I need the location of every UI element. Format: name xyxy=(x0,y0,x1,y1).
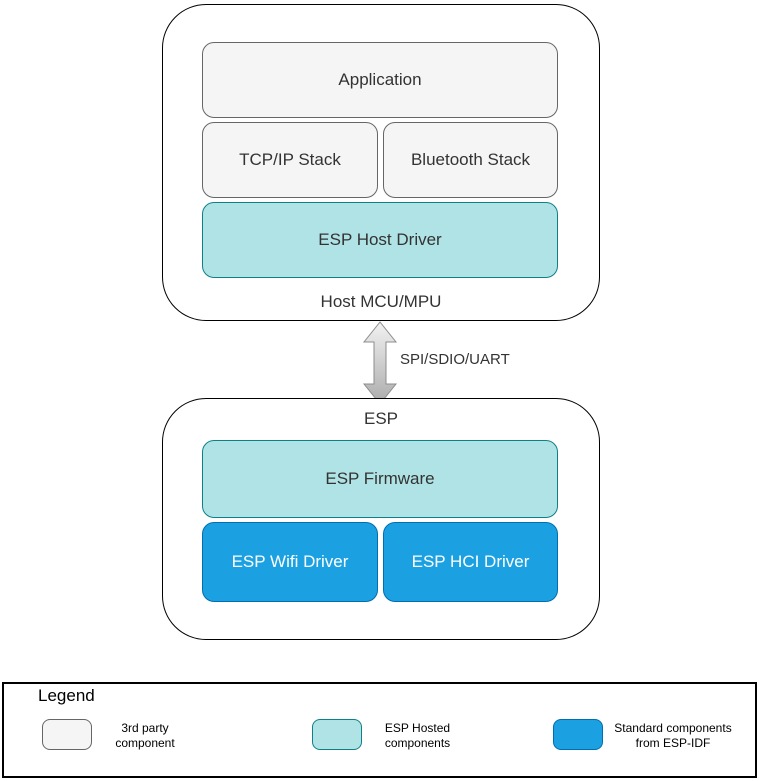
tcpip-stack-box: TCP/IP Stack xyxy=(202,122,378,198)
bidirectional-arrow-icon xyxy=(362,321,398,405)
legend-label-third-party: 3rd party component xyxy=(115,721,175,750)
legend-label-esp-hosted: ESP Hosted components xyxy=(384,721,451,750)
bluetooth-stack-box: Bluetooth Stack xyxy=(383,122,558,198)
esp-wifi-driver-box: ESP Wifi Driver xyxy=(202,522,378,602)
esp-host-driver-box: ESP Host Driver xyxy=(202,202,558,278)
application-box: Application xyxy=(202,42,558,118)
legend-swatch-esp-hosted xyxy=(312,719,362,750)
esp-group-container xyxy=(162,398,600,640)
legend-title: Legend xyxy=(38,686,95,705)
esp-group-label: ESP xyxy=(363,409,399,428)
legend-swatch-third-party xyxy=(42,719,92,750)
esp-firmware-box: ESP Firmware xyxy=(202,440,558,518)
legend-swatch-esp-idf xyxy=(553,719,603,750)
legend-label-esp-idf: Standard components from ESP-IDF xyxy=(614,721,732,750)
esp-hci-driver-box: ESP HCI Driver xyxy=(383,522,558,602)
host-mcu-group-label: Host MCU/MPU xyxy=(320,292,442,311)
spi-sdio-uart-label: SPI/SDIO/UART xyxy=(400,351,510,368)
legend-panel: Legend 3rd party component ESP Hosted co… xyxy=(2,682,757,778)
